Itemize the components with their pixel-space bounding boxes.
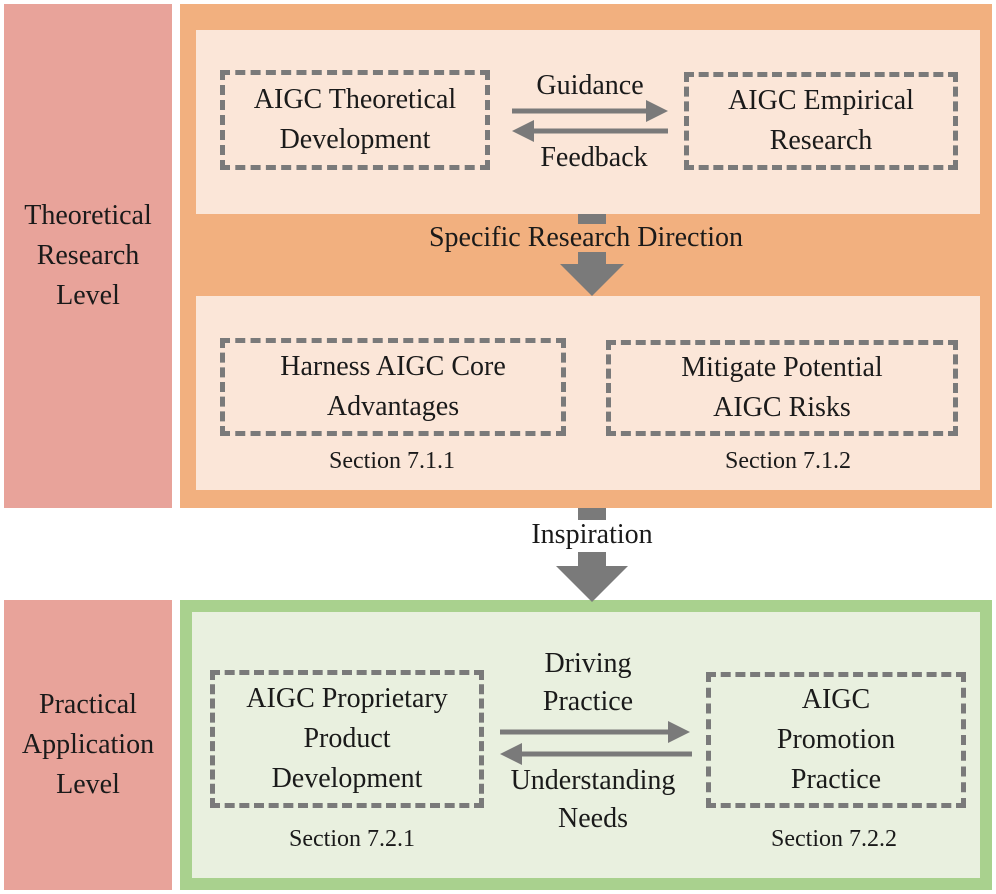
box-text-line: Research — [769, 125, 873, 156]
label-line: Understanding — [510, 765, 676, 796]
level-label-line: Level — [56, 769, 120, 800]
box-text-line: Advantages — [326, 391, 460, 422]
box-text-line: AIGC — [801, 684, 871, 715]
practical-level-label: Practical Application Level — [4, 600, 172, 890]
specific-research-direction-label: Specific Research Direction — [428, 222, 744, 253]
section-7-1-1-label: Section 7.1.1 — [329, 448, 455, 474]
box-text-line: AIGC Theoretical — [253, 84, 457, 115]
box-text-line: Development — [271, 763, 423, 794]
box-text-line: Development — [279, 124, 431, 155]
guidance-label: Guidance — [536, 70, 644, 101]
understanding-needs-arrow — [500, 743, 692, 765]
feedback-label: Feedback — [540, 142, 648, 173]
box-text-line: Product — [303, 723, 391, 754]
box-text-line: Mitigate Potential — [681, 352, 883, 383]
section-7-2-1-label: Section 7.2.1 — [289, 826, 415, 852]
theory-upper-section — [196, 30, 980, 214]
section-7-1-2-label: Section 7.1.2 — [725, 448, 851, 474]
inspiration-label: Inspiration — [531, 519, 653, 550]
inspiration-down-arrow — [556, 508, 628, 602]
box-text-line: AIGC Risks — [713, 392, 851, 423]
guidance-arrow — [512, 100, 668, 122]
level-label-line: Practical — [39, 689, 137, 720]
driving-practice-arrow — [500, 721, 690, 743]
feedback-arrow — [512, 120, 668, 142]
label-line: Needs — [558, 803, 628, 834]
theory-lower-section — [196, 296, 980, 490]
theoretical-level-label: Theoretical Research Level — [4, 4, 172, 508]
level-label-line: Level — [56, 280, 120, 311]
harness-aigc-core-advantages-box: Harness AIGC Core Advantages — [220, 338, 566, 436]
aigc-promotion-practice-box: AIGC Promotion Practice — [706, 672, 966, 808]
mitigate-potential-aigc-risks-box: Mitigate Potential AIGC Risks — [606, 340, 958, 436]
box-text-line: Harness AIGC Core — [280, 351, 506, 382]
box-text-line: AIGC Proprietary — [246, 683, 448, 714]
section-7-2-2-label: Section 7.2.2 — [771, 826, 897, 852]
box-text-line: Practice — [790, 764, 882, 795]
aigc-empirical-research-box: AIGC Empirical Research — [684, 72, 958, 170]
driving-practice-label: Driving Practice — [498, 645, 678, 721]
practice-inner-section — [192, 612, 980, 878]
level-label-line: Research — [36, 240, 140, 271]
label-line: Driving — [544, 648, 632, 679]
level-label-line: Application — [21, 729, 155, 760]
direction-down-arrow — [560, 214, 624, 296]
aigc-theoretical-development-box: AIGC Theoretical Development — [220, 70, 490, 170]
understanding-needs-label: Understanding Needs — [486, 762, 700, 838]
label-line: Practice — [542, 686, 634, 717]
box-text-line: AIGC Empirical — [728, 85, 914, 116]
aigc-proprietary-product-development-box: AIGC Proprietary Product Development — [210, 670, 484, 808]
level-label-line: Theoretical — [24, 200, 152, 231]
box-text-line: Promotion — [776, 724, 896, 755]
